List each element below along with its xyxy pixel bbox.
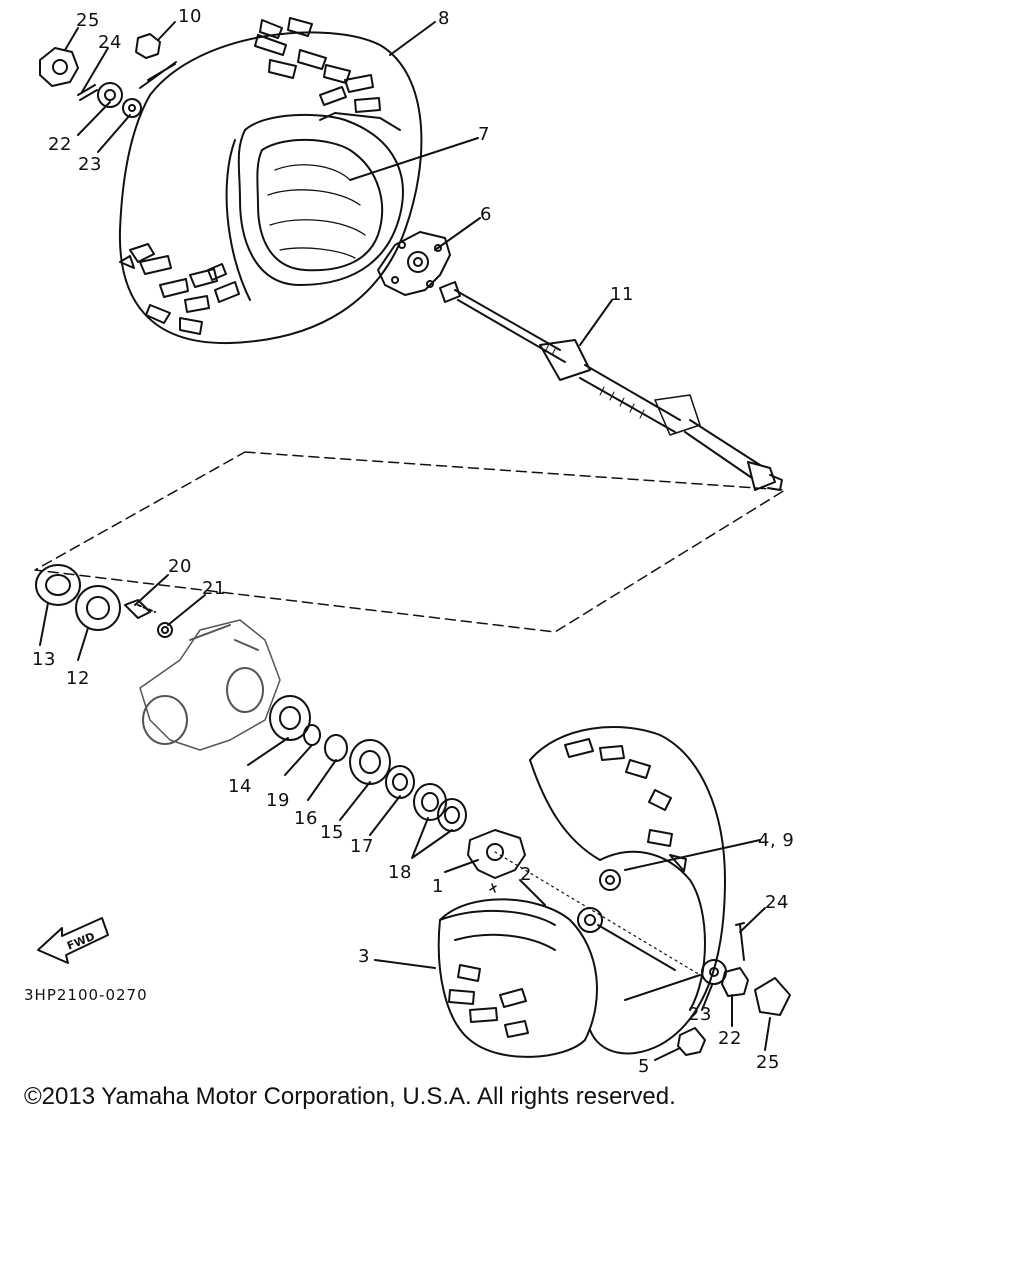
callout-17: 17 (350, 836, 374, 857)
callout-25: 25 (76, 10, 100, 31)
callout-4-9: 4, 9 (758, 830, 794, 851)
drawing-code: 3HP2100-0270 (24, 986, 148, 1004)
callout-21: 21 (202, 578, 226, 599)
callout-16: 16 (294, 808, 318, 829)
copyright-notice: ©2013 Yamaha Motor Corporation, U.S.A. A… (24, 1083, 676, 1110)
callout-2: 2 (520, 864, 532, 885)
callout-7: 7 (478, 124, 490, 145)
rear-hub-drawing (377, 231, 451, 296)
callout-5: 5 (638, 1056, 650, 1077)
front-wheel-drawing (437, 726, 726, 1058)
callout-8: 8 (438, 8, 450, 29)
callout-18: 18 (388, 862, 412, 883)
callout-6: 6 (480, 204, 492, 225)
callout-24-bottom: 24 (765, 892, 789, 913)
bottom-right-fasteners (677, 922, 791, 1056)
callout-15: 15 (320, 822, 344, 843)
rear-tire-drawing (118, 17, 423, 345)
callout-3: 3 (358, 946, 370, 967)
knuckle-bearings-drawing (35, 564, 467, 832)
callout-19: 19 (266, 790, 290, 811)
callout-22-bottom: 22 (718, 1028, 742, 1049)
callout-23-top: 23 (78, 154, 102, 175)
callout-24-top: 24 (98, 32, 122, 53)
dashed-connector (34, 451, 786, 633)
callout-13: 13 (32, 649, 56, 670)
top-left-fasteners (39, 33, 177, 118)
fwd-arrow-icon (37, 917, 109, 964)
axle-shaft-drawing (439, 281, 783, 491)
callout-1: 1 (432, 876, 444, 897)
callout-23-bottom: 23 (688, 1004, 712, 1025)
callout-11: 11 (610, 284, 634, 305)
callout-12: 12 (66, 668, 90, 689)
callout-22-top: 22 (48, 134, 72, 155)
callout-20: 20 (168, 556, 192, 577)
callout-10: 10 (178, 6, 202, 27)
callout-25-bottom: 25 (756, 1052, 780, 1073)
callout-14: 14 (228, 776, 252, 797)
